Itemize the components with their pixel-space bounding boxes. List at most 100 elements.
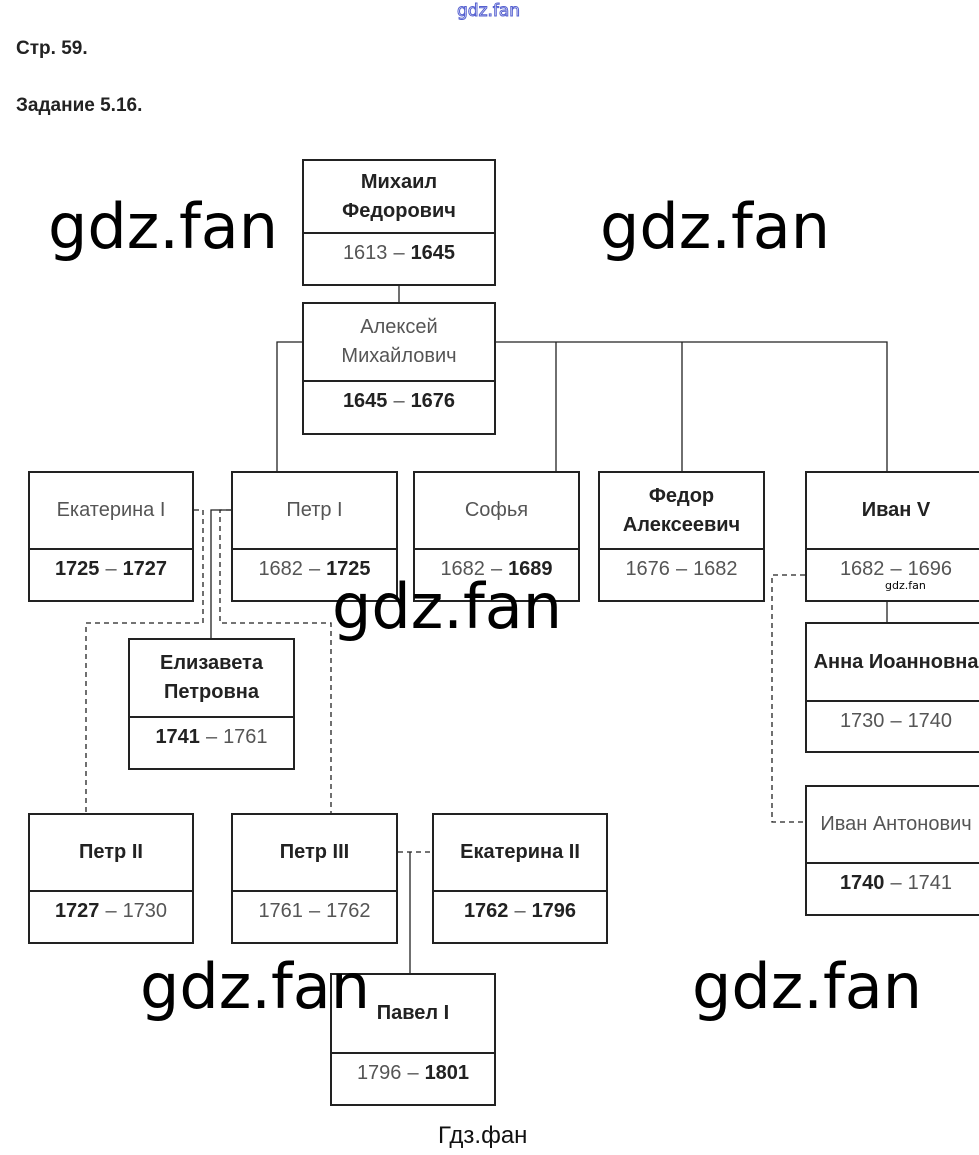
reign-years: 1645–1676 [304, 382, 494, 433]
person-name: Софья [415, 473, 578, 550]
reign-end: 1730 [122, 900, 168, 922]
reign-years: 1682–1696 [807, 550, 979, 600]
reign-start: 1740 [839, 872, 885, 894]
reign-start: 1613 [342, 242, 388, 264]
line-aleksei-ivan5 [496, 341, 888, 471]
person-name: Петр III [233, 815, 396, 892]
person-box-fedor: Федор Алексеевич 1676–1682 [598, 471, 765, 602]
person-box-ekaterina2: Екатерина II 1762–1796 [432, 813, 608, 944]
dash: – [890, 558, 902, 580]
watermark-large: gdz.fan [692, 950, 923, 1023]
reign-years: 1740–1741 [807, 864, 979, 914]
person-name: Елизавета Петровна [130, 640, 293, 718]
person-box-petr1: Петр I 1682–1725 [231, 471, 398, 602]
watermark-large: gdz.fan [140, 950, 371, 1023]
person-name: Михаил Федорович [304, 161, 494, 234]
dash: – [407, 1062, 419, 1084]
watermark-small: gdz.fan [885, 579, 926, 592]
person-box-pavel: Павел I 1796–1801 [330, 973, 496, 1106]
reign-start: 1730 [839, 710, 885, 732]
reign-end: 1725 [326, 558, 371, 580]
line-aleksei-petr1 [276, 341, 302, 471]
reign-years: 1730–1740 [807, 702, 979, 751]
person-name: Анна Иоанновна [807, 624, 979, 702]
dash: – [393, 242, 405, 264]
reign-start: 1796 [356, 1062, 402, 1084]
person-name: Иван Антонович [807, 787, 979, 864]
person-name: Павел I [332, 975, 494, 1054]
reign-end: 1741 [907, 872, 953, 894]
person-box-ekaterina1: Екатерина I 1725–1727 [28, 471, 194, 602]
reign-years: 1727–1730 [30, 892, 192, 942]
reign-years: 1682–1725 [233, 550, 396, 600]
reign-end: 1676 [410, 390, 456, 412]
person-box-ivan6: Иван Антонович 1740–1741 [805, 785, 979, 916]
reign-start: 1762 [463, 900, 509, 922]
reign-years: 1741–1761 [130, 718, 293, 768]
reign-years: 1682–1689 [415, 550, 578, 600]
dash: – [205, 726, 218, 748]
dash: – [393, 390, 405, 412]
person-name: Екатерина I [30, 473, 192, 550]
watermark-top: gdz.fan [456, 1, 521, 22]
reign-years: 1761–1762 [233, 892, 396, 942]
person-name: Алексей Михайлович [304, 304, 494, 382]
watermark-bottom: Гдз.фан [438, 1122, 528, 1149]
person-box-sofya: Софья 1682–1689 [413, 471, 580, 602]
reign-start: 1761 [258, 900, 303, 922]
person-box-mikhail: Михаил Федорович 1613–1645 [302, 159, 496, 286]
page-number: Стр. 59. [16, 38, 88, 59]
dash: – [514, 900, 526, 922]
watermark-large: gdz.fan [332, 570, 563, 643]
reign-end: 1762 [326, 900, 371, 922]
dash: – [105, 558, 117, 580]
reign-end: 1645 [410, 242, 456, 264]
dash: – [890, 710, 902, 732]
dashed-petr1-petr3 [219, 509, 332, 813]
person-box-elizaveta: Елизавета Петровна 1741–1761 [128, 638, 295, 770]
dash: – [308, 900, 321, 922]
watermark-large: gdz.fan [600, 190, 831, 263]
reign-end: 1689 [508, 558, 553, 580]
reign-end: 1740 [907, 710, 953, 732]
person-name: Иван V [807, 473, 979, 550]
dashed-ekaterina1-petr2 [85, 509, 204, 813]
reign-end: 1682 [693, 558, 738, 580]
reign-end: 1761 [223, 726, 268, 748]
person-name: Федор Алексеевич [600, 473, 763, 550]
person-name: Петр I [233, 473, 396, 550]
reign-start: 1725 [54, 558, 100, 580]
reign-years: 1796–1801 [332, 1054, 494, 1104]
reign-start: 1676 [625, 558, 670, 580]
reign-years: 1725–1727 [30, 550, 192, 600]
reign-start: 1682 [258, 558, 303, 580]
dashed-ivan5-ivan6 [771, 574, 805, 823]
reign-start: 1682 [839, 558, 885, 580]
person-box-petr2: Петр II 1727–1730 [28, 813, 194, 944]
dash: – [308, 558, 321, 580]
reign-end: 1801 [424, 1062, 470, 1084]
reign-years: 1762–1796 [434, 892, 606, 942]
reign-end: 1696 [907, 558, 953, 580]
person-box-anna: Анна Иоанновна 1730–1740 [805, 622, 979, 753]
reign-start: 1645 [342, 390, 388, 412]
person-box-aleksei: Алексей Михайлович 1645–1676 [302, 302, 496, 435]
person-box-petr3: Петр III 1761–1762 [231, 813, 398, 944]
person-box-ivan5: Иван V 1682–1696 [805, 471, 979, 602]
person-name: Екатерина II [434, 815, 606, 892]
dash: – [890, 872, 902, 894]
reign-start: 1682 [440, 558, 485, 580]
person-name: Петр II [30, 815, 192, 892]
reign-end: 1796 [531, 900, 577, 922]
reign-start: 1741 [155, 726, 200, 748]
task-title: Задание 5.16. [16, 95, 143, 116]
reign-end: 1727 [122, 558, 168, 580]
dash: – [105, 900, 117, 922]
reign-start: 1727 [54, 900, 100, 922]
line-petr1-elizaveta [210, 509, 231, 638]
watermark-large: gdz.fan [48, 190, 279, 263]
dash: – [490, 558, 503, 580]
reign-years: 1613–1645 [304, 234, 494, 284]
